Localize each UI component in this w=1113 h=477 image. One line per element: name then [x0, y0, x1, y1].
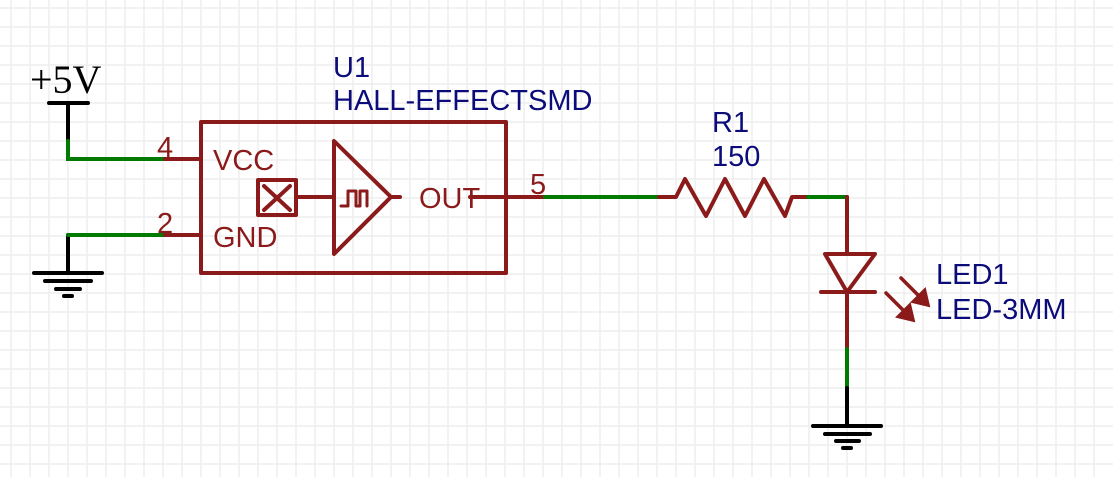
u1-pin-5-number: 5: [530, 169, 546, 201]
r1-resistor[interactable]: R1 150: [657, 107, 810, 218]
led1-name: LED1: [936, 259, 1009, 291]
u1-pin-out-label: OUT: [419, 183, 481, 215]
u1-hall-effect-sensor[interactable]: U1 HALL-EFFECTSMD 4 2 5 VCC GND OUT: [157, 52, 592, 275]
net-vcc-wire[interactable]: [66, 139, 167, 161]
resistor-zigzag-icon: [657, 177, 810, 218]
u1-name: U1: [333, 52, 370, 84]
schmitt-buffer-icon: [332, 139, 393, 256]
led1[interactable]: LED1 LED-3MM: [819, 195, 1067, 351]
r1-value: 150: [712, 141, 760, 173]
hall-element-cross-2: [262, 184, 292, 212]
r1-name: R1: [712, 107, 749, 139]
emission-arrowhead-1: [910, 287, 931, 308]
u1-pin-4-number: 4: [157, 132, 173, 164]
supply-5v[interactable]: +5V: [30, 57, 102, 143]
gnd-symbol-left[interactable]: [32, 233, 104, 298]
net-vcc[interactable]: [66, 139, 167, 161]
u1-pin-gnd-label: GND: [213, 222, 277, 254]
hysteresis-icon: [339, 189, 369, 208]
led-triangle-icon: [823, 252, 877, 294]
led1-value: LED-3MM: [936, 294, 1067, 326]
supply-5v-label: +5V: [30, 57, 102, 102]
u1-pin-vcc-label: VCC: [213, 145, 274, 177]
u1-pin-2-number: 2: [157, 208, 173, 240]
emission-arrowhead-2: [895, 302, 916, 323]
gnd-symbol-right[interactable]: [811, 386, 883, 450]
u1-value: HALL-EFFECTSMD: [333, 85, 592, 117]
